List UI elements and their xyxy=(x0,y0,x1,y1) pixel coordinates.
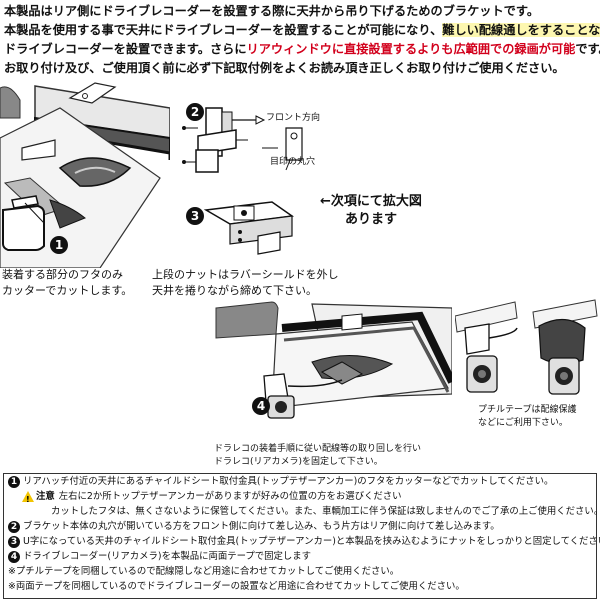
intro-line-3a: ドライブレコーダーを設置できます。さらに xyxy=(4,42,247,56)
figure-step3 xyxy=(203,201,295,255)
intro-line-3b-red: リアウィンドウに直接設置するよりも広範囲での録画が可能 xyxy=(246,42,576,56)
caution-label: !注意 xyxy=(22,489,55,504)
figure-step1 xyxy=(0,82,170,268)
caption-step1-line2: カッターでカットします。 xyxy=(2,284,133,297)
caution-label-text: 注意 xyxy=(36,491,55,502)
intro-line-2: 本製品を使用する事で天井にドライブレコーダーを設置することが可能になり、難しい配… xyxy=(4,21,600,40)
note-4-badge: 4 xyxy=(8,550,20,563)
note-5: ※プチルテープを同梱しているので配線隠しなど用途に合わせてカットしてご使用くださ… xyxy=(8,566,400,577)
label-front-direction: フロント方向 xyxy=(266,113,321,123)
next-page-note-line2: あります xyxy=(344,212,397,227)
note-1-caution-2: カットしたフタは、無くさないように保管してください。また、車輌加工に伴う保証は致… xyxy=(51,506,600,517)
figure-step2 xyxy=(182,107,303,173)
caption-step4-line2: ドラレコ(リアカメラ)を固定して下さい。 xyxy=(214,457,383,467)
note-6: ※両面テープを同梱しているのでドライブレコーダーの設置など用途に合わせてカットし… xyxy=(8,581,465,592)
note-1-caution: !注意左右に2か所トップテザーアンカーがありますが好みの位置の方をお選びください xyxy=(8,489,592,504)
caption-tape-line1: プチルテープは配線保護 xyxy=(478,405,577,415)
note-1-caution-text: 左右に2か所トップテザーアンカーがありますが好みの位置の方をお選びください xyxy=(58,491,402,502)
figure-step4 xyxy=(215,301,452,419)
intro-text: 本製品はリア側にドライブレコーダーを設置する際に天井から吊り下げるためのブラケッ… xyxy=(4,2,600,78)
caption-tape: プチルテープは配線保護 などにご利用下さい。 xyxy=(478,404,576,430)
note-1-badge: 1 xyxy=(8,475,20,488)
intro-line-2b-highlight: 難しい配線通しをすることなく xyxy=(442,23,600,37)
caption-step2-line1: 上段のナットはラバーシールドを外し xyxy=(152,268,339,281)
note-3-text: U字になっている天井のチャイルドシート取付金具(トップテザーアンカー)と本製品を… xyxy=(23,536,600,547)
caption-step2: 上段のナットはラバーシールドを外し 天井を捲りながら締めて下さい。 xyxy=(152,267,339,299)
caption-tape-line2: などにご利用下さい。 xyxy=(478,418,568,428)
figure-cameras xyxy=(455,299,598,395)
note-3-badge: 3 xyxy=(8,535,20,548)
note-4-text: ドライブレコーダー(リアカメラ)を本製品に両面テープで固定します xyxy=(23,551,312,562)
caption-step1-line1: 装着する部分のフタのみ xyxy=(2,268,123,281)
step3-badge: 3 xyxy=(186,207,204,225)
intro-line-1: 本製品はリア側にドライブレコーダーを設置する際に天井から吊り下げるためのブラケッ… xyxy=(4,4,540,18)
next-page-note: ←次項にて拡大図 あります xyxy=(320,193,422,229)
note-2-text: ブラケット本体の丸穴が開いている方をフロント側に向けて差し込み、もう片方はリア側… xyxy=(23,521,500,532)
warning-icon: ! xyxy=(22,491,34,504)
step1-badge: 1 xyxy=(50,236,68,254)
step2-badge: 2 xyxy=(186,103,204,121)
intro-line-3c: です。 xyxy=(575,42,600,56)
intro-line-2a: 本製品を使用する事で天井にドライブレコーダーを設置することが可能になり、 xyxy=(4,23,443,37)
caption-step4-line1: ドラレコの装着手順に従い配線等の取り回しを行い xyxy=(214,444,422,454)
note-1-text: リアハッチ付近の天井にあるチャイルドシート取付金具(トップテザーアンカー)のフタ… xyxy=(23,476,554,487)
intro-line-3: ドライブレコーダーを設置できます。さらにリアウィンドウに直接設置するよりも広範囲… xyxy=(4,40,600,59)
note-2-badge: 2 xyxy=(8,520,20,533)
caption-step4: ドラレコの装着手順に従い配線等の取り回しを行い ドラレコ(リアカメラ)を固定して… xyxy=(214,443,421,469)
intro-line-4: お取り付け及び、ご使用頂く前に必ず下記取付例をよくお読み頂き正しくお取り付けご使… xyxy=(4,61,565,75)
next-page-note-line1: ←次項にて拡大図 xyxy=(320,194,422,209)
caption-step1: 装着する部分のフタのみ カッターでカットします。 xyxy=(2,267,132,299)
step4-badge: 4 xyxy=(252,397,270,415)
caption-step2-line2: 天井を捲りながら締めて下さい。 xyxy=(152,284,317,297)
label-mark-hole: 目印の丸穴 xyxy=(270,157,316,167)
